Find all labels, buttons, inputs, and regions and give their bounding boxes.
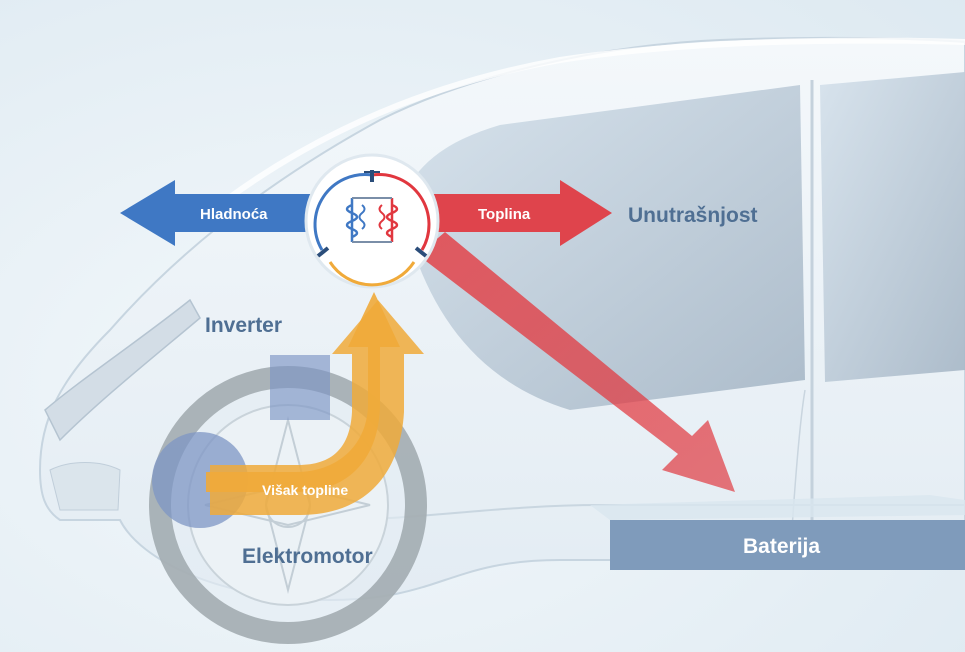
- inverter-shape: [270, 355, 330, 420]
- battery-label: Baterija: [743, 535, 820, 558]
- battery-bar: [610, 520, 965, 570]
- car-windows: [400, 72, 965, 561]
- inverter-label: Inverter: [205, 314, 282, 337]
- excess-heat-arrow-body: [210, 300, 424, 515]
- heat-label: Toplina: [478, 206, 531, 223]
- interior-label: Unutrašnjost: [628, 204, 758, 227]
- motor-label: Elektromotor: [242, 545, 373, 568]
- heat-arrow-interior: [430, 180, 612, 246]
- heat-pump-icon: [304, 153, 440, 289]
- cold-label: Hladnoća: [200, 206, 268, 223]
- battery-platform: [590, 495, 965, 520]
- heat-arrow-battery: [418, 232, 735, 492]
- excess-heat-label: Višak topline: [262, 482, 348, 498]
- cold-arrow: [120, 180, 315, 246]
